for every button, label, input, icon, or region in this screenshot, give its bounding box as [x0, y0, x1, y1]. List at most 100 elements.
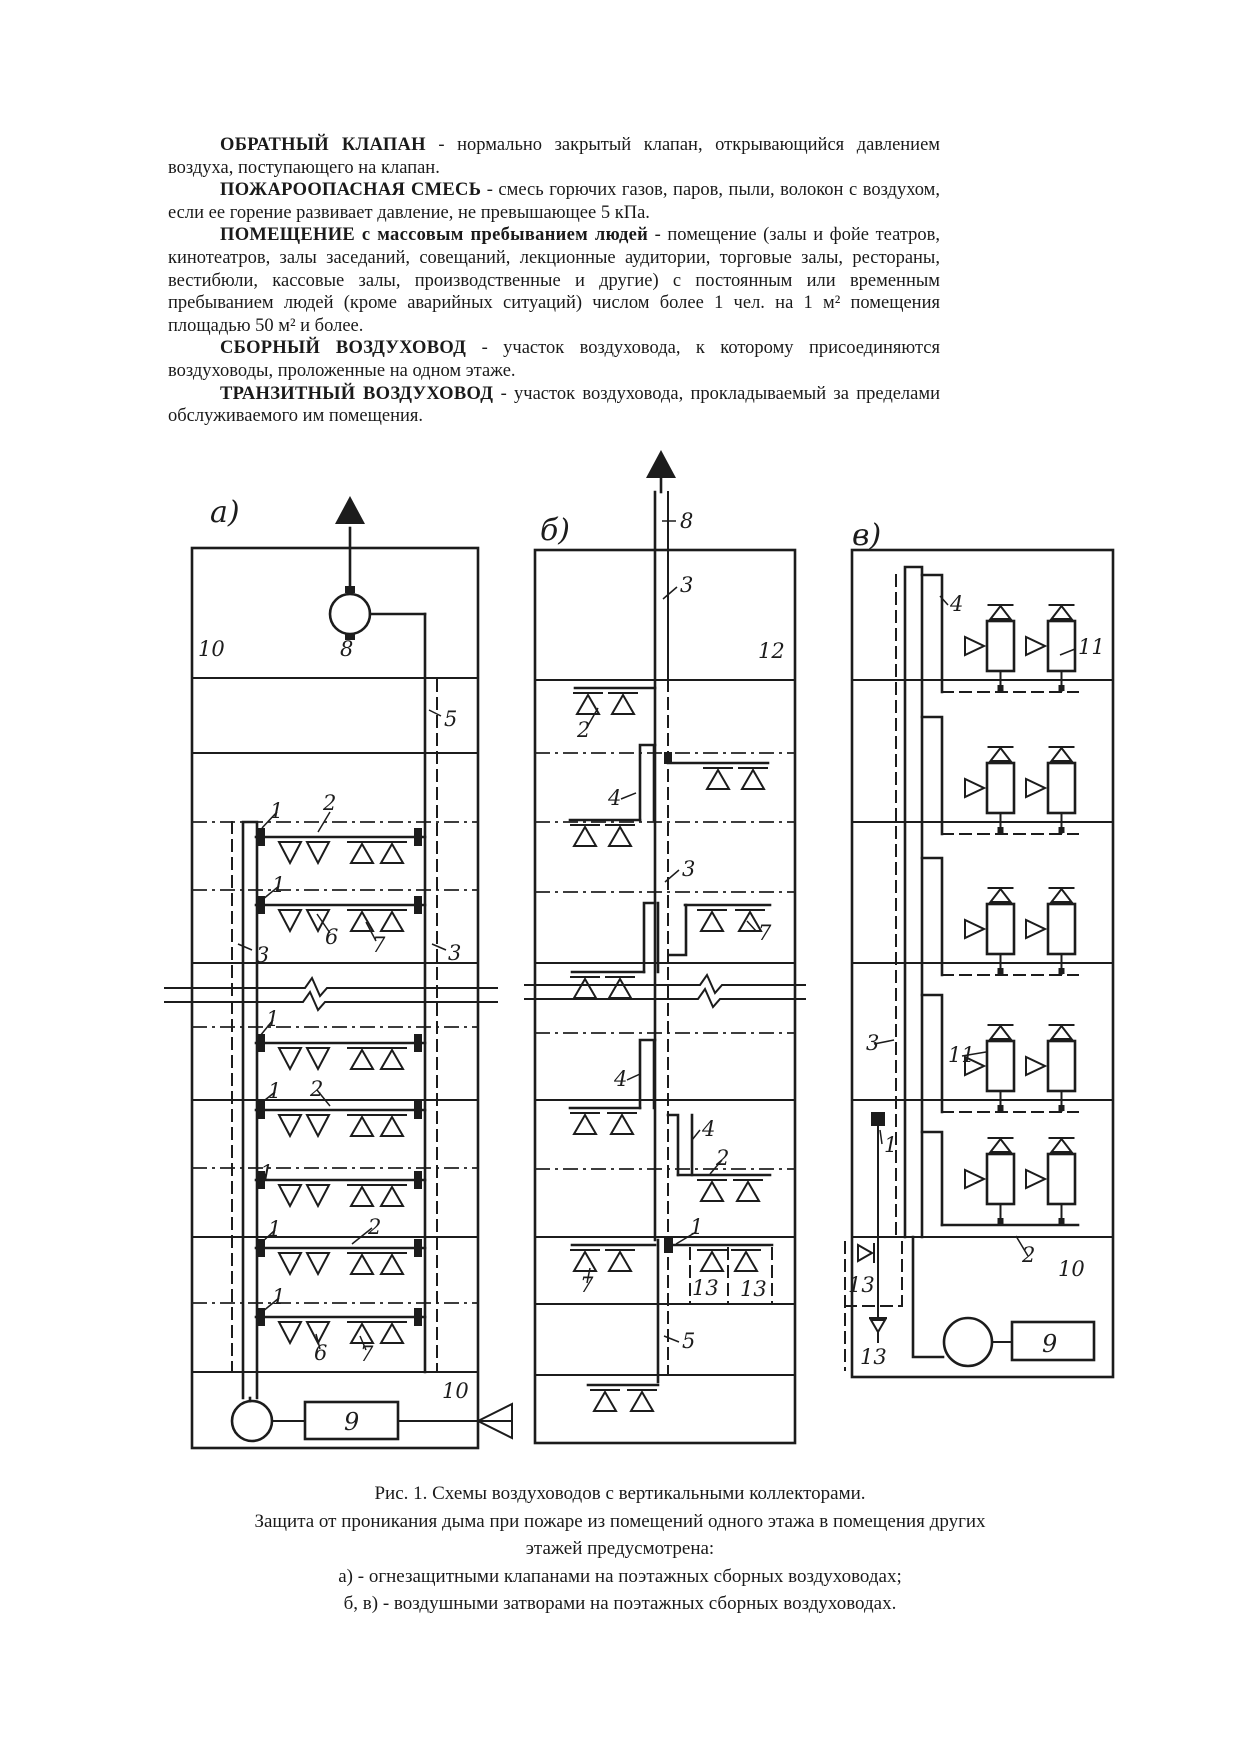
collector-row	[254, 828, 427, 864]
callout: 13	[848, 1273, 875, 1297]
grille-icon	[377, 1047, 407, 1070]
grille-icon	[278, 1114, 302, 1137]
callout: 11	[948, 1043, 975, 1067]
exhaust-arrow-icon	[646, 450, 676, 478]
building-outline	[533, 548, 797, 1445]
definition-text: - нормально закрытый клапан, открывающий…	[168, 135, 941, 178]
callout: 3	[682, 857, 695, 881]
callout: 9	[344, 1408, 359, 1436]
vertical-collector-duct	[903, 565, 924, 1239]
grille-icon	[605, 976, 635, 999]
grille-icon	[347, 841, 377, 864]
panel-v: в)	[844, 518, 1115, 1379]
grille-icon	[731, 1249, 761, 1272]
grille-icon	[608, 692, 638, 715]
callout: 10	[198, 637, 225, 661]
break-line	[524, 972, 806, 995]
exhaust-arrow-icon	[335, 496, 365, 524]
definition-text: - помещение (залы и фойе театров, киноте…	[168, 225, 940, 336]
grille-icon	[278, 909, 302, 932]
panel-a-label: а)	[210, 495, 240, 530]
callout: 1	[272, 1285, 285, 1309]
figure-caption: Рис. 1. Схемы воздуховодов с вертикальны…	[140, 1480, 1100, 1618]
panel-v-label: в)	[852, 518, 881, 553]
fan-icon	[942, 1316, 994, 1368]
callout: 13	[692, 1276, 719, 1300]
fan-icon	[230, 1399, 274, 1443]
callout: 1	[260, 1161, 273, 1185]
caption-line: Защита от проникания дыма при пожаре из …	[254, 1510, 986, 1532]
grille-icon	[278, 1184, 302, 1207]
callout: 2	[309, 1077, 323, 1101]
local-exhaust-unit	[963, 1136, 1016, 1226]
local-exhaust-unit	[1024, 1136, 1077, 1226]
grille-icon	[697, 1179, 727, 1202]
grille-icon	[347, 909, 377, 932]
local-exhaust-unit	[1024, 886, 1077, 976]
definition-term: ПОМЕЩЕНИЕ с массовым пребыванием людей	[220, 225, 649, 246]
caption-line: б, в) - воздушными затворами на поэтажны…	[343, 1593, 897, 1614]
definition-term: ТРАНЗИТНЫЙ ВОЗДУХОВОД	[220, 383, 494, 404]
callout: 12	[758, 639, 785, 663]
grille-icon	[607, 1112, 637, 1135]
definition-term: ОБРАТНЫЙ КЛАПАН	[220, 135, 426, 155]
grille-icon	[278, 1047, 302, 1070]
definition-text: - участок воздуховода, к которому присое…	[168, 338, 940, 381]
callout: 7	[580, 1273, 594, 1297]
callout: 1	[268, 1079, 281, 1103]
grille-icon	[570, 824, 600, 847]
caption-line: этажей предусмотрена:	[525, 1538, 715, 1559]
collector-row	[254, 1101, 427, 1137]
check-valve-icon	[857, 1243, 875, 1263]
grille-icon	[570, 1112, 600, 1135]
air-intake-arrow-icon	[475, 1402, 513, 1440]
callout: 3	[256, 943, 269, 967]
grille-icon	[627, 1389, 657, 1412]
fire-valve-icon	[871, 1112, 885, 1126]
callout: 1	[270, 799, 283, 823]
grille-icon	[347, 1047, 377, 1070]
callout: 2	[322, 791, 336, 815]
grille-icon	[733, 1179, 763, 1202]
callout: 6	[314, 1341, 327, 1365]
grille-icon	[347, 1114, 377, 1137]
callout: 3	[448, 941, 461, 965]
callout: 8	[680, 509, 693, 533]
break-line	[164, 975, 498, 998]
grille-icon	[306, 1047, 330, 1070]
grille-icon	[377, 1184, 407, 1207]
grille-icon	[738, 767, 768, 790]
definitions-block: ОБРАТНЫЙ КЛАПАН - нормально закрытый кла…	[168, 134, 940, 428]
callout: 1	[690, 1215, 703, 1239]
grille-icon	[278, 841, 302, 864]
callout: 13	[740, 1277, 767, 1301]
local-exhaust-unit	[1024, 603, 1077, 693]
grille-icon	[570, 976, 600, 999]
callout: 1	[884, 1133, 897, 1157]
callout: 5	[682, 1329, 695, 1353]
grille-icon	[377, 841, 407, 864]
grille-icon	[347, 1252, 377, 1275]
callout: 4	[613, 1067, 627, 1091]
definition: ТРАНЗИТНЫЙ ВОЗДУХОВОД - участок воздухов…	[168, 383, 940, 428]
fan-icon	[328, 592, 372, 636]
callout: 6	[325, 925, 338, 949]
grille-icon	[306, 1252, 330, 1275]
callout: 2	[1021, 1243, 1035, 1267]
callout: 4	[701, 1117, 715, 1141]
air-lock-riser	[638, 743, 657, 822]
callout: 7	[360, 1342, 374, 1366]
grille-icon	[278, 1252, 302, 1275]
callout: 7	[372, 933, 386, 957]
grille-icon	[377, 1321, 407, 1344]
collector-row	[254, 1239, 427, 1275]
callout: 1	[268, 1217, 281, 1241]
callout: 2	[367, 1215, 381, 1239]
grille-icon	[703, 767, 733, 790]
callout: 10	[1058, 1257, 1085, 1281]
caption-line: а) - огнезащитными клапанами на поэтажны…	[338, 1565, 902, 1587]
grille-icon	[278, 1321, 302, 1344]
callout: 2	[715, 1146, 729, 1170]
panel-b-label: б)	[540, 513, 570, 548]
